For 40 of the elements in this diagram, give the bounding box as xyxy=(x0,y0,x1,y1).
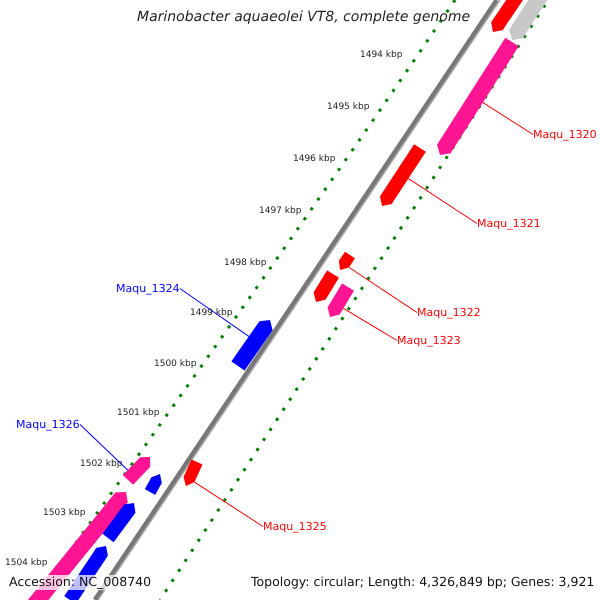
gene-label: Maqu_1326 xyxy=(16,419,80,430)
gene-block xyxy=(231,320,273,371)
genome-stats-label: Topology: circular; Length: 4,326,849 bp; Genes: 3,921 xyxy=(249,575,596,590)
leader-line xyxy=(348,266,418,313)
gene-block xyxy=(380,144,426,206)
scale-label: 1496 kbp xyxy=(293,155,336,164)
leader-line xyxy=(80,424,128,471)
scale-label: 1497 kbp xyxy=(259,207,302,216)
scale-label: 1502 kbp xyxy=(80,460,122,469)
gene-block xyxy=(338,252,355,270)
gene-label: Maqu_1321 xyxy=(477,218,541,229)
gene-block xyxy=(122,457,150,485)
scale-label: 1501 kbp xyxy=(117,409,160,418)
scale-label: 1494 kbp xyxy=(360,51,402,60)
gene-block xyxy=(437,38,519,155)
leader-line xyxy=(342,308,398,341)
scale-label: 1499 kbp xyxy=(190,309,232,318)
scale-label: 1504 kbp xyxy=(5,559,48,568)
gene-block xyxy=(184,460,202,486)
title: Marinobacter aquaeolei VT8, complete genome xyxy=(137,10,470,24)
gene-block xyxy=(102,503,136,542)
scale-label: 1495 kbp xyxy=(327,103,370,112)
gene-label: Maqu_1323 xyxy=(397,335,461,346)
gene-block xyxy=(509,0,550,40)
gene-label: Maqu_1320 xyxy=(533,129,597,140)
gene-block xyxy=(314,270,339,302)
scale-label: 1498 kbp xyxy=(224,259,266,268)
gene-label: Maqu_1325 xyxy=(263,521,327,532)
gene-block xyxy=(144,474,162,495)
gene-block xyxy=(328,283,354,317)
leader-line xyxy=(482,102,534,135)
accession-label: Accession: NC_008740 xyxy=(7,575,154,590)
leader-line xyxy=(408,178,478,224)
gene-label: Maqu_1324 xyxy=(116,283,180,294)
scale-label: 1500 kbp xyxy=(154,360,196,369)
gene-block xyxy=(491,0,526,32)
scale-label: 1503 kbp xyxy=(43,509,86,518)
leader-line xyxy=(194,482,264,527)
leader-line xyxy=(180,288,250,337)
gene-label: Maqu_1322 xyxy=(417,307,481,318)
